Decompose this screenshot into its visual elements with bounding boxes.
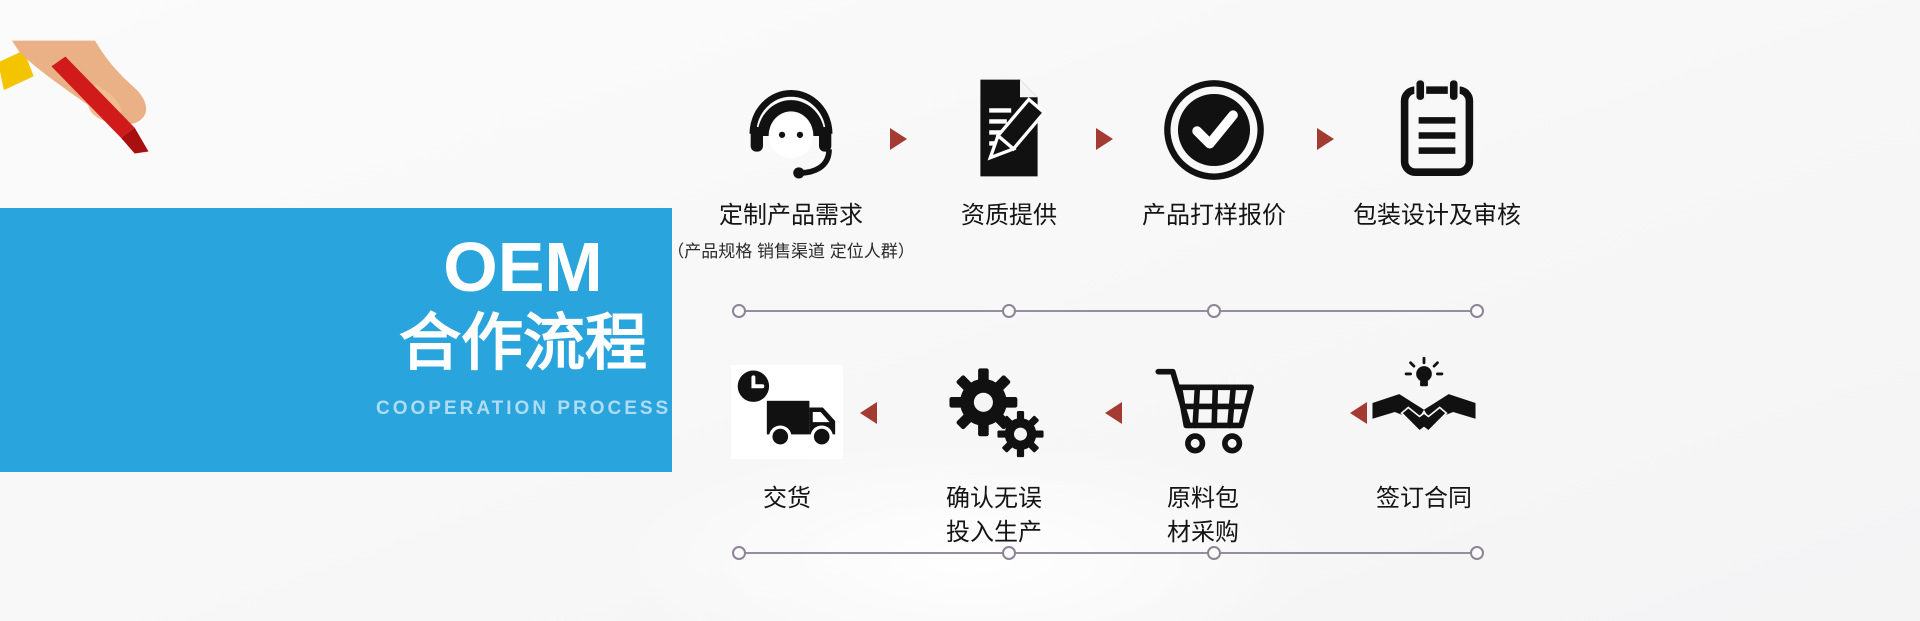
arrow-left-icon — [860, 402, 877, 424]
handshake-idea-icon — [1284, 356, 1564, 468]
step-delivery: 交货 — [647, 356, 927, 516]
shopping-cart-icon — [1063, 356, 1343, 468]
step-sample-quote: 产品打样报价 — [1074, 68, 1354, 233]
connector-node — [1470, 304, 1484, 318]
step-label: 资质提供 — [961, 202, 1057, 229]
step-qualification: 资质提供 — [869, 68, 1149, 233]
step-custom-product-requirements: 定制产品需求 （产品规格 销售渠道 定位人群） — [651, 68, 931, 262]
connector-node — [1207, 546, 1221, 560]
connector-line-top — [732, 304, 1484, 318]
customer-service-headset-icon — [651, 68, 931, 183]
wristband — [0, 50, 34, 91]
step-label: 定制产品需求 — [719, 202, 863, 229]
panel-subtitle: COOPERATION PROCESS — [376, 397, 672, 419]
connector-node — [1002, 304, 1016, 318]
step-sign-contract: 签订合同 — [1284, 356, 1564, 516]
step-label: 包装设计及审核 — [1353, 202, 1521, 229]
red-marker — [51, 56, 135, 138]
gears-icon — [854, 356, 1134, 468]
panel-title-oem: OEM — [443, 228, 603, 306]
step-sublabel: （产品规格 销售渠道 定位人群） — [667, 241, 915, 261]
connector-node — [732, 304, 746, 318]
step-label: 交货 — [763, 485, 811, 512]
hand-with-red-marker-photo — [0, 40, 149, 154]
step-packaging-design-review: 包装设计及审核 — [1297, 68, 1577, 233]
connector-line-bottom — [732, 546, 1484, 560]
arrow-left-icon — [1350, 402, 1367, 424]
document-pen-icon — [869, 68, 1149, 183]
connector-node — [1470, 546, 1484, 560]
step-label: 原料包 材采购 — [1167, 485, 1239, 546]
check-circle-icon — [1074, 68, 1354, 183]
panel-title-process: 合作流程 — [398, 308, 647, 378]
title-panel: OEM 合作流程 COOPERATION PROCESS — [0, 208, 672, 472]
arrow-left-icon — [1105, 402, 1122, 424]
clipboard-checklist-icon — [1297, 68, 1577, 183]
delivery-truck-clock-icon — [647, 356, 927, 468]
step-material-purchase: 原料包 材采购 — [1063, 356, 1343, 549]
step-label: 确认无误 投入生产 — [946, 485, 1042, 546]
connector-node — [1002, 546, 1016, 560]
connector-node — [732, 546, 746, 560]
step-label: 产品打样报价 — [1142, 202, 1286, 229]
arrow-right-icon — [1317, 128, 1334, 150]
step-confirm-production: 确认无误 投入生产 — [854, 356, 1134, 549]
step-label: 签订合同 — [1376, 485, 1472, 512]
connector-node — [1207, 304, 1221, 318]
arrow-right-icon — [1096, 128, 1113, 150]
arrow-right-icon — [890, 128, 907, 150]
